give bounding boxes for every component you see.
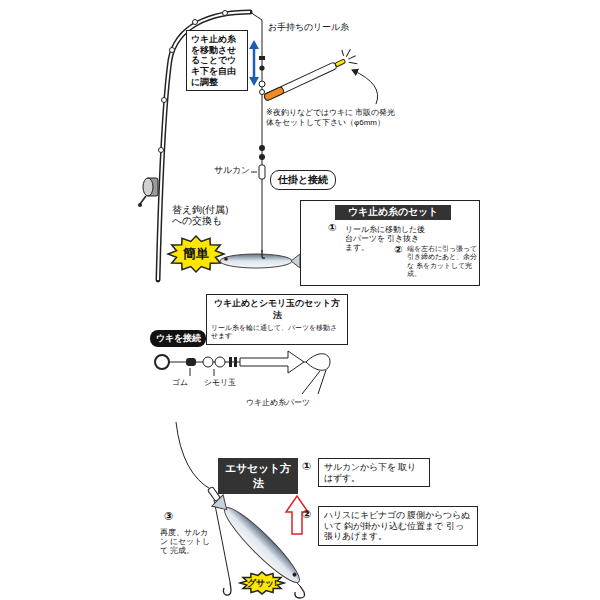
node-text: グサッ! <box>247 577 277 590</box>
instruction-box: ウキ止め糸のセットリール糸に移動した後 台パーツを 引き抜きます。端を左右に引っ… <box>300 200 480 286</box>
node-text: エサセット方法 <box>222 461 294 491</box>
annotation-label: ※夜釣りなどではウキに 市販の発光体をセットして下さい（φ6mm） <box>266 108 398 127</box>
annotation-label: ① <box>328 222 340 234</box>
node-text: 仕掛と接続 <box>275 173 331 187</box>
annotation-label: 替え鉤(付属)への交換も <box>172 204 238 227</box>
burst-shape <box>168 236 224 272</box>
annotation-label: お手持ちのリール糸 <box>268 22 378 33</box>
node-text: ウキ止めとシモリ玉のセット方法 <box>211 298 343 322</box>
annotation-label: ゴム <box>172 378 198 388</box>
instruction-box: ウキ止めとシモリ玉のセット方法リール糸を輪に通して、パーツを移動させます <box>206 294 348 345</box>
node-text: ① <box>302 460 311 474</box>
annotation-label: ③ <box>164 510 178 523</box>
node-text: 端を左右に引っ張って 引き締めたあと、余分な 糸をカットして完成。 <box>407 245 479 279</box>
tag-label: ウキを接続 <box>150 330 206 347</box>
annotation-label: ② <box>394 244 406 256</box>
burst-shape <box>240 572 284 594</box>
section-header: エサセット方法 <box>218 458 298 494</box>
node-text: 簡単 <box>183 245 209 263</box>
node-text: リール糸を輪に通して、パーツを移動させます <box>211 324 343 341</box>
connect-box: 仕掛と接続 <box>270 170 336 190</box>
step-box: ①サルカンから下を 取りはずす。 <box>318 458 430 487</box>
annotation-label: シモリ玉 <box>204 378 244 388</box>
node-text: ウキを接続 <box>153 332 203 345</box>
burst-label: グサッ! <box>240 572 284 594</box>
node-text: ウキ止め糸のセット <box>335 205 451 220</box>
annotation-label: 再度、サルカン にセットして 完成。 <box>160 528 214 555</box>
annotation-label: サルカン <box>204 165 250 176</box>
node-text: ② <box>302 508 311 522</box>
burst-label: 簡単 <box>168 236 224 272</box>
node-text: ウキ止め糸を移動させることでウキ下を自由に調整 <box>191 34 243 87</box>
step-box: ②ハリスにキビナゴの 腹側からつらぬいて 鈎が掛かり込む位置まで 引っ張りあげま… <box>318 506 478 546</box>
node-text: サルカンから下を 取りはずす。 <box>324 462 424 483</box>
annotation-label: ウキ止め糸パーツ <box>246 398 338 408</box>
note-box: ウキ止め糸を移動させることでウキ下を自由に調整 <box>186 30 248 91</box>
node-text: ハリスにキビナゴの 腹側からつらぬいて 鈎が掛かり込む位置まで 引っ張りあげます… <box>324 510 472 542</box>
